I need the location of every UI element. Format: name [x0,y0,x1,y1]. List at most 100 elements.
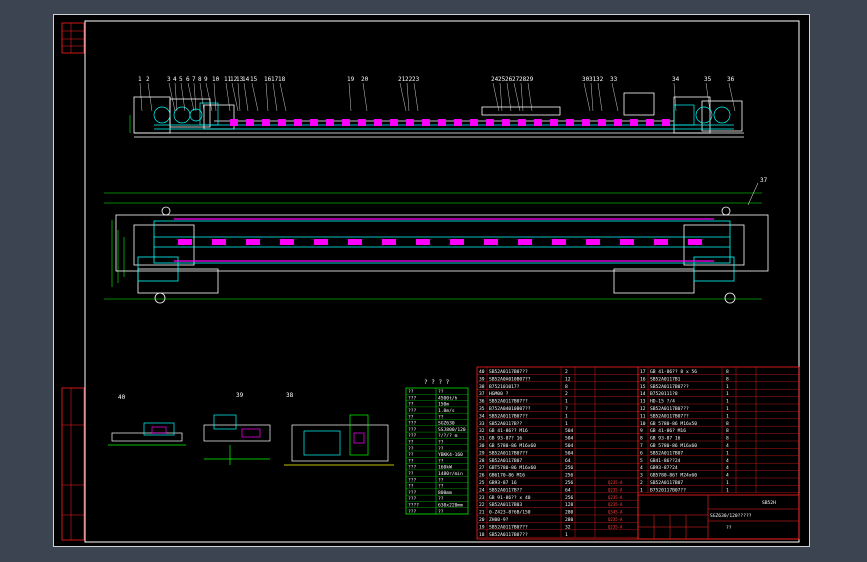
bom-item-qty: 1 [726,399,729,405]
bom-item-name: GB 5780-86 M16x50 [650,421,697,427]
bom-item-name: SB52A0117B07?? [650,406,689,412]
bom-item-no: 10 [640,421,646,427]
part-tag: 4 [173,76,177,83]
bom-item-name: SB52A0117B07 [650,450,683,456]
part-tag: 32 [596,76,604,83]
pan-segment [382,239,396,245]
leader-line [348,82,352,112]
bom-item-name: SB52A0117B07?? [489,369,528,375]
leader-line [705,82,711,112]
part-tag: 17 [271,76,279,83]
conveyor-roller [262,119,270,126]
bom-item-qty: 12 [565,376,571,382]
leader-line [506,82,512,112]
leader-line [513,82,521,112]
bom-item-no: 14 [640,391,646,397]
bom-item-no: 19 [479,524,485,530]
param-name: ?? [408,389,414,395]
bom-item-qty: 280 [565,510,574,516]
bom-item-no: 20 [479,517,485,523]
pan-segment [654,239,668,245]
bom-item-no: 29 [479,450,485,456]
leader-line [139,82,143,112]
bom-item-no: 12 [640,406,646,412]
conveyor-roller [550,119,558,126]
conveyor-roller [454,119,462,126]
leader-line [583,82,591,112]
revision-strip-bottom [61,387,85,541]
part-tag: 1 [138,76,142,83]
bom-item-no: 33 [479,421,485,427]
pan-segment [212,239,226,245]
drawing-code: SB52H [762,500,776,506]
bom-item-name: SB52A0117B?? [489,487,522,493]
part-tag: 16 [264,76,272,83]
conveyor-roller [326,119,334,126]
part-tag: 34 [672,76,680,83]
bom-item-qty: 2 [565,391,568,397]
conveyor-roller [502,119,510,126]
detail-view-38[interactable]: 38 [284,392,394,466]
param-value: ?? [438,458,444,464]
conveyor-roller [486,119,494,126]
part-tag: 26 [505,76,513,83]
conveyor-roller [614,119,622,126]
pan-segment [348,239,362,245]
detail-view-39[interactable]: 39 [203,392,271,465]
bom-item-no: 21 [479,510,485,516]
bom-item-name: SB52A0117B1 [650,376,681,382]
bom-material: Q235-A [608,502,623,507]
bom-item-qty: 504 [565,450,574,456]
param-value: ?? [438,477,444,483]
bom-item-name: GB 41-86?? M16 [489,428,528,434]
leader-line [265,82,269,112]
bom-item-no: 31 [479,436,485,442]
bom-item-name: GB41-86??24 [650,458,681,464]
pan-segment [416,239,430,245]
bom-item-no: 9 [640,428,643,434]
bom-item-name: GB 93-87 16 [650,436,681,442]
bom-material: Q235-A [608,487,623,492]
bom-material: Q345-A [608,510,623,515]
leader-line [362,82,368,112]
bom-item-qty: 1 [565,421,568,427]
param-value: ?? [438,414,444,420]
leader-line [492,82,500,112]
bom-item-qty: 1 [726,450,729,456]
part-tag: 27 [512,76,520,83]
part-tag: 10 [212,76,220,83]
part-tag: 25 [498,76,506,83]
bom-item-qty: 504 [565,436,574,442]
pan-segment [484,239,498,245]
bom-item-qty: 4 [726,473,729,479]
bom-item-qty: 32 [565,524,571,530]
bom-item-qty: 1 [726,384,729,390]
param-value: 800mm [438,490,452,496]
pan-segment [620,239,634,245]
bom-item-qty: 1 [726,480,729,486]
part-tag: 14 [242,76,250,83]
bom-item-qty: 64 [565,458,571,464]
bom-item-no: 23 [479,495,485,501]
parameter-table: ? ? ? ? ???????4500t/h??150m???1.0m/s???… [405,379,469,515]
bom-item-qty: 8 [726,436,729,442]
leader-line [527,82,533,112]
bom-item-qty: 8 [565,384,568,390]
leader-line [213,82,217,112]
bom-item-no: 38 [479,384,485,390]
param-value: ?? [438,389,444,395]
bom-item-qty: 4 [726,458,729,464]
plan-view[interactable]: 37 [104,177,769,304]
bom-item-no: 32 [479,428,485,434]
part-tag: 7 [192,76,196,83]
conveyor-roller [342,119,350,126]
param-name: ??? [408,496,417,502]
param-name: ??? [408,465,417,471]
detail-view-40[interactable]: 40 [108,394,186,446]
bom-item-no: 11 [640,413,646,419]
part-tag: 13 [236,76,244,83]
param-value: SGZ630 [438,421,455,427]
